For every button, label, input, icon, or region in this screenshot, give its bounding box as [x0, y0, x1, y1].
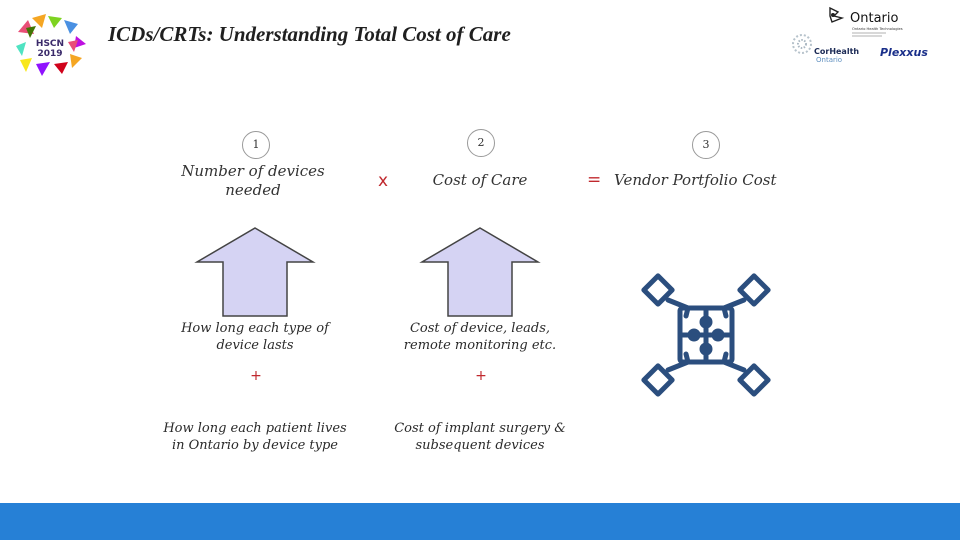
partner-logos: Ontario Ontario Health Technologies CorH… — [792, 6, 928, 64]
multiply-sign: x — [378, 171, 389, 191]
middle-first-factor: Cost of device, leads, remote monitoring… — [403, 321, 557, 353]
plexxus-logo-text: Plexxus — [880, 46, 928, 59]
term3-label: Vendor Portfolio Cost — [614, 171, 777, 189]
left-first-factor: How long each type of device lasts — [181, 321, 329, 353]
corhealth-logo-sub: Ontario — [816, 56, 842, 64]
term1-label: Number of devices needed — [181, 162, 325, 199]
step-number-1: 1 — [242, 131, 270, 159]
corhealth-logo-text: CorHealth — [814, 47, 859, 56]
hscn-logo-line1: HSCN — [36, 39, 64, 49]
step-number-3: 3 — [692, 131, 720, 159]
term2-label: Cost of Care — [432, 171, 528, 189]
middle-plus: + — [475, 368, 487, 384]
slide-title: ICDs/CRTs: Understanding Total Cost of C… — [108, 22, 511, 46]
equals-sign: = — [587, 170, 602, 190]
left-plus: + — [250, 368, 262, 384]
corhealth-dots-icon — [792, 34, 812, 54]
hands-puzzle-icon — [641, 273, 771, 397]
ontario-trillium-icon — [829, 6, 845, 23]
step-number-2: 2 — [467, 129, 495, 157]
footer-bar — [0, 503, 960, 540]
hscn-2019-logo: HSCN 2019 — [16, 14, 86, 76]
middle-second-factor: Cost of implant surgery & subsequent dev… — [394, 421, 566, 453]
up-arrow-icon — [419, 227, 541, 317]
up-arrow-icon — [194, 227, 316, 317]
ontario-logo-sub: Ontario Health Technologies — [852, 27, 903, 31]
left-second-factor: How long each patient lives in Ontario b… — [163, 421, 347, 453]
hscn-logo-line2: 2019 — [37, 49, 62, 59]
ontario-logo-text: Ontario — [850, 11, 898, 26]
